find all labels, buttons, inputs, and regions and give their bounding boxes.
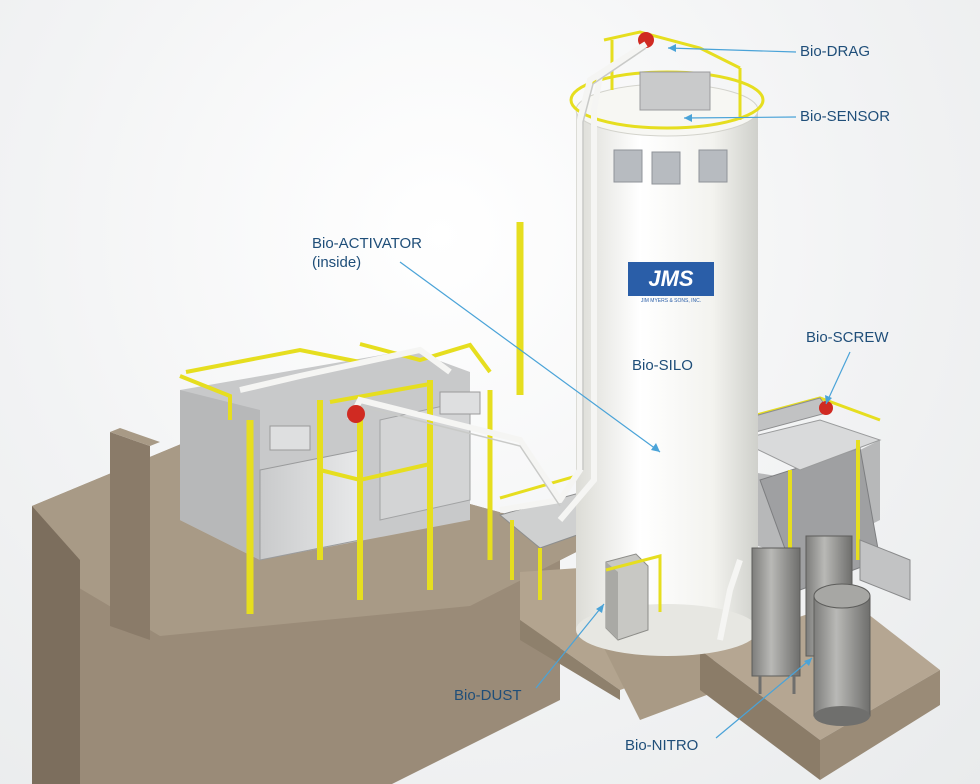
- callout-bio-dust: Bio-DUST: [454, 687, 522, 704]
- arrowhead-activator: [651, 443, 660, 452]
- leader-nitro: [715, 657, 813, 739]
- callout-bio-drag: Bio-DRAG: [800, 43, 871, 60]
- jms-logo: JMS JIM MYERS & SONS, INC.: [628, 262, 714, 304]
- nitro-tank: [813, 595, 871, 717]
- screw-motor: [819, 401, 833, 415]
- arrowhead-sensor: [684, 114, 692, 122]
- callout-bio-sensor: Bio-SENSOR: [800, 108, 891, 125]
- leader-sensor: [683, 116, 797, 119]
- leader-drag: [667, 47, 797, 53]
- arrowhead-nitro: [804, 658, 812, 666]
- pipe-shadow: [359, 47, 647, 507]
- silo-panel: [698, 149, 728, 183]
- leader-arrowheads: [596, 44, 832, 666]
- activator-motor: [347, 405, 365, 423]
- nitro-equipment: [751, 535, 871, 726]
- silo-panel: [651, 151, 681, 185]
- logo-brand: JMS: [648, 266, 694, 291]
- top-machinery: [639, 71, 711, 111]
- silo-panel: [613, 149, 643, 183]
- leader-screw: [825, 351, 851, 405]
- silo: [569, 30, 765, 656]
- callout-bio-silo: Bio-SILO: [632, 357, 693, 374]
- arrowhead-drag: [668, 44, 676, 52]
- logo-tagline: JIM MYERS & SONS, INC.: [641, 298, 701, 304]
- arrowhead-dust: [596, 604, 604, 613]
- callout-bio-nitro: Bio-NITRO: [625, 737, 699, 754]
- dust-collector: [605, 553, 662, 641]
- leader-activator: [399, 261, 661, 453]
- leader-dust: [535, 603, 605, 689]
- left-equipment-housing: [180, 350, 481, 561]
- callout-bio-screw: Bio-SCREW: [806, 329, 889, 346]
- callout-bio-activator: Bio-ACTIVATOR (inside): [312, 235, 423, 271]
- arrowhead-screw: [825, 395, 832, 404]
- leader-lines: [399, 47, 851, 739]
- concrete-wall: [110, 432, 150, 640]
